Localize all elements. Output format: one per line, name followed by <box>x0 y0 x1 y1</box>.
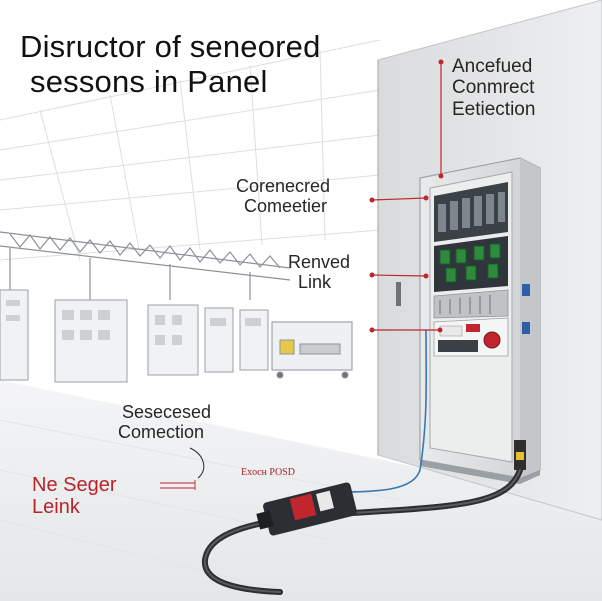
callout-top-right: Ancefued Conmrect Eetiection <box>452 56 535 120</box>
callout-sesecesed-line-2: Comection <box>118 422 205 443</box>
background-truss <box>0 231 291 300</box>
background-building <box>0 39 381 261</box>
control-cabinet <box>396 157 541 484</box>
callout-top-right-line-3: Eetiection <box>452 98 536 120</box>
callout-ne-seger-line-1: Ne Seger <box>32 474 117 496</box>
callout-exoch-posd: Exocн POSD <box>241 467 295 478</box>
connector-block <box>256 482 357 536</box>
callout-corenecred-line-2: Comeetier <box>244 196 328 217</box>
callout-renved-line-1: Renved <box>288 252 351 272</box>
page-title: Disructor of seneored sessons in Panel <box>20 29 321 99</box>
callout-corenecred-line-1: Corenecred <box>236 176 331 196</box>
callout-top-right-line-1: Ancefued <box>452 56 533 77</box>
callout-top-right-line-2: Conmrect <box>452 77 535 99</box>
title-line-2: sessons in Panel <box>30 63 268 99</box>
callout-renved-line-2: Link <box>298 272 332 293</box>
callout-corenecred: Corenecred Comeetier <box>236 176 330 216</box>
title-line-1: Disructor of seneored <box>20 29 321 64</box>
callout-ne-seger-line-2: Leink <box>32 496 80 519</box>
background-cabinets <box>0 289 353 383</box>
callout-lines <box>160 59 444 490</box>
floor <box>0 380 602 601</box>
callout-sesecesed: Sesecesed Comection <box>118 402 211 442</box>
callout-renved: Renved Link <box>288 252 350 292</box>
callout-ne-seger: Ne Seger Leink <box>32 474 117 519</box>
callout-sesecesed-line-1: Sesecesed <box>122 402 212 422</box>
